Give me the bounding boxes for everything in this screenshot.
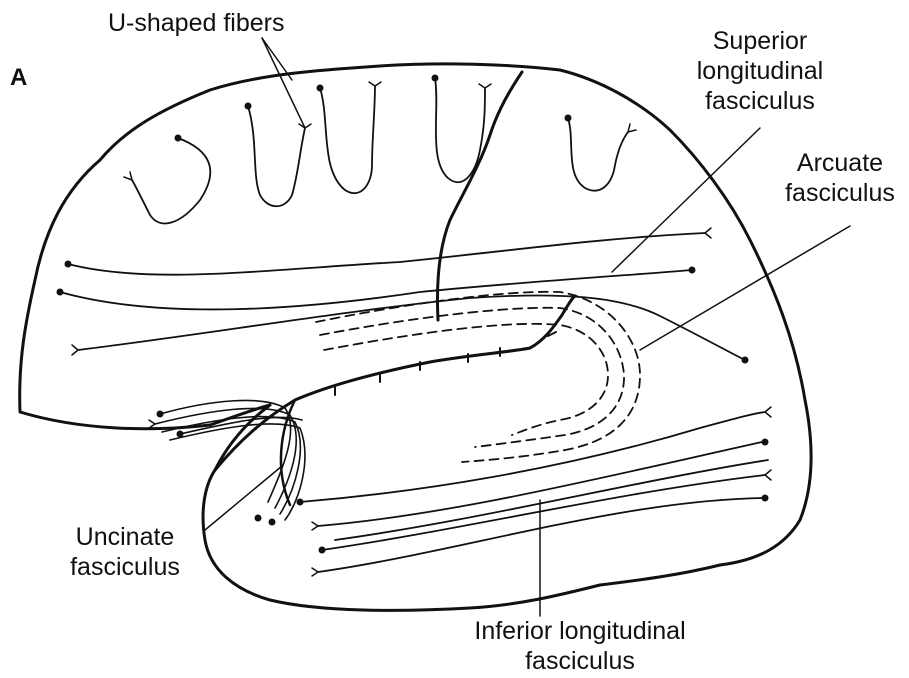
dot — [319, 547, 326, 554]
fork — [369, 82, 381, 86]
arcuate-pointer — [640, 226, 850, 350]
slf-pointer — [612, 128, 760, 272]
fork — [765, 407, 771, 417]
fork — [628, 124, 636, 132]
fiber-fork-endings — [72, 82, 771, 576]
central-sulcus — [438, 72, 523, 320]
uncinate-fasciculus — [155, 400, 305, 520]
fork — [72, 345, 78, 355]
dot — [255, 515, 262, 522]
dot — [269, 519, 276, 526]
ilf-fiber-5 — [335, 460, 768, 540]
u-fiber-2 — [248, 106, 305, 206]
fork — [124, 172, 132, 180]
dot — [297, 499, 304, 506]
dot — [65, 261, 72, 268]
fork — [765, 470, 771, 480]
dot — [175, 135, 182, 142]
slf-fiber-1 — [68, 233, 705, 275]
fork — [312, 522, 318, 530]
fork — [299, 124, 311, 128]
dot — [157, 411, 164, 418]
arcuate-fiber-3 — [324, 324, 608, 435]
dot — [432, 75, 439, 82]
slf-fiber-2 — [60, 270, 692, 309]
dot — [742, 357, 749, 364]
fiber-endpoint-dots — [57, 75, 769, 554]
dot — [57, 289, 64, 296]
brain-outline — [20, 64, 811, 610]
dot — [689, 267, 696, 274]
ilf-fiber-4 — [318, 498, 765, 572]
fork — [312, 568, 318, 576]
dot — [317, 85, 324, 92]
dot — [762, 439, 769, 446]
dot — [565, 115, 572, 122]
ilf-fiber-3 — [322, 475, 765, 550]
fork — [705, 228, 711, 238]
u-fiber-3 — [320, 86, 375, 193]
fork — [149, 420, 155, 428]
fork — [479, 84, 491, 88]
u-fiber-5 — [568, 118, 628, 191]
u-fiber-pointer-2 — [262, 38, 292, 80]
dot — [177, 431, 184, 438]
u-fiber-1 — [132, 138, 210, 223]
dot — [245, 103, 252, 110]
u-fiber-pointer-1 — [262, 38, 305, 128]
dot — [762, 495, 769, 502]
inferior-longitudinal-fasciculus — [300, 412, 768, 572]
